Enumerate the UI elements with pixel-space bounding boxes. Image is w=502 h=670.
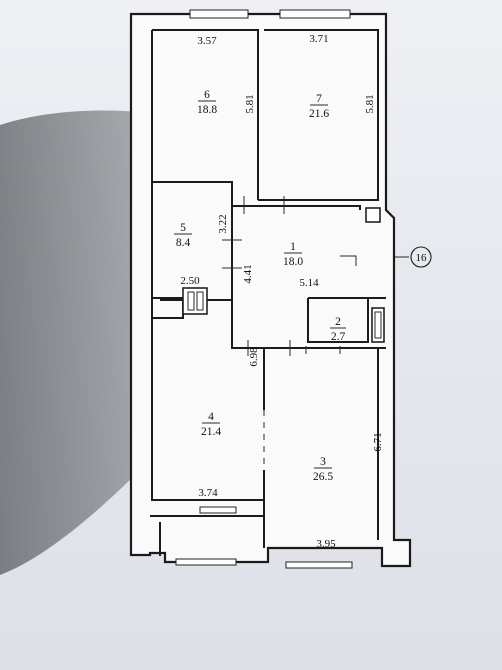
dim-room7-height: 5.81 <box>364 94 376 113</box>
inner-walls <box>150 29 386 556</box>
window-balcony-top <box>199 506 237 514</box>
room-area: 21.6 <box>309 108 329 120</box>
dim-room4-width: 3.74 <box>198 487 218 499</box>
dim-top-left-width: 3.57 <box>197 35 217 47</box>
windows <box>175 9 353 569</box>
door-marks <box>222 196 357 356</box>
room-area: 2.7 <box>331 331 346 343</box>
window-balcony <box>175 558 237 566</box>
dim-room3-height: 6.71 <box>372 432 384 451</box>
room-3: 3 26.5 <box>313 456 333 483</box>
outer-wall <box>129 12 412 568</box>
section-marker: 16 <box>395 246 432 268</box>
room-2: 2 2.7 <box>330 316 346 343</box>
room-area: 18.0 <box>283 256 303 268</box>
room-number: 7 <box>316 93 322 105</box>
room-7: 7 21.6 <box>309 93 329 120</box>
room-number: 6 <box>204 89 210 101</box>
room-area: 8.4 <box>176 237 191 249</box>
room-number: 4 <box>208 411 214 423</box>
dim-room5-height: 3.22 <box>217 214 229 233</box>
room-1: 1 18.0 <box>283 241 303 268</box>
room-number: 2 <box>335 316 341 328</box>
bathroom-fixture <box>371 307 385 343</box>
dim-hall-width: 5.14 <box>299 277 319 289</box>
window-room3 <box>285 561 353 569</box>
room-4: 4 21.4 <box>201 411 221 438</box>
room-6: 6 18.8 <box>197 89 217 116</box>
fixtures <box>182 207 385 343</box>
room-number: 5 <box>180 222 186 234</box>
room-area: 21.4 <box>201 426 221 438</box>
room-area: 26.5 <box>313 471 333 483</box>
dimensions: 3.57 3.71 5.81 5.81 3.22 4.41 5.14 2.50 … <box>180 33 384 550</box>
dim-top-right-width: 3.71 <box>309 33 328 45</box>
dim-niche-width: 2.50 <box>180 275 200 287</box>
section-marker-circle <box>410 246 432 268</box>
room-area: 18.8 <box>197 104 217 116</box>
column-block <box>365 207 381 223</box>
room-5: 5 8.4 <box>174 222 192 249</box>
dim-room3-width: 3.95 <box>316 538 336 550</box>
dim-room6-height: 5.81 <box>244 94 256 113</box>
section-marker-label: 16 <box>416 252 428 264</box>
room-number: 1 <box>290 241 296 253</box>
room-number: 3 <box>320 456 326 468</box>
dim-room4-height: 6.98 <box>248 347 260 367</box>
dim-hall-height: 4.41 <box>242 264 254 283</box>
window-room6 <box>189 9 249 19</box>
window-room7 <box>279 9 351 19</box>
